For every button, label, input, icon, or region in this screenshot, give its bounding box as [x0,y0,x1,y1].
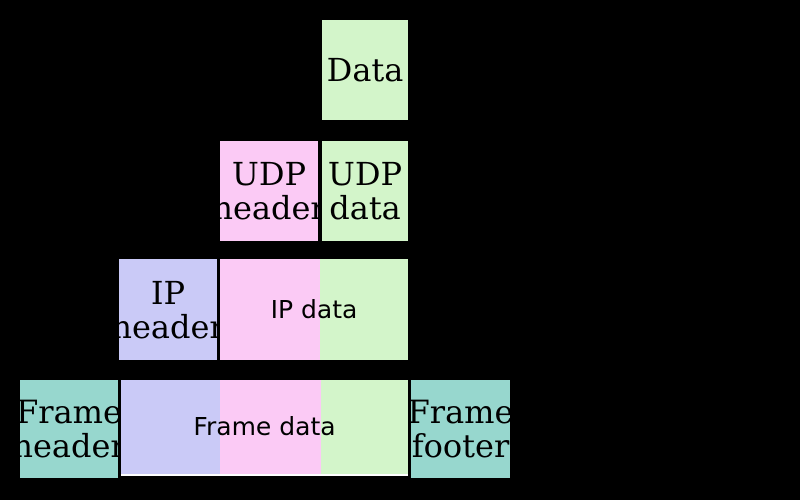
udp-header-box: UDP header [212,141,326,241]
udp-data-box: UDP data [322,141,408,241]
ip-data-box: IP data [220,259,408,360]
frame-header-box: Frame header [12,380,126,478]
ip-header-box: IP header [111,259,225,360]
frame-footer-box: Frame footer [408,380,513,478]
data-box: Data [322,20,408,120]
frame-data-box: Frame data [121,380,408,476]
